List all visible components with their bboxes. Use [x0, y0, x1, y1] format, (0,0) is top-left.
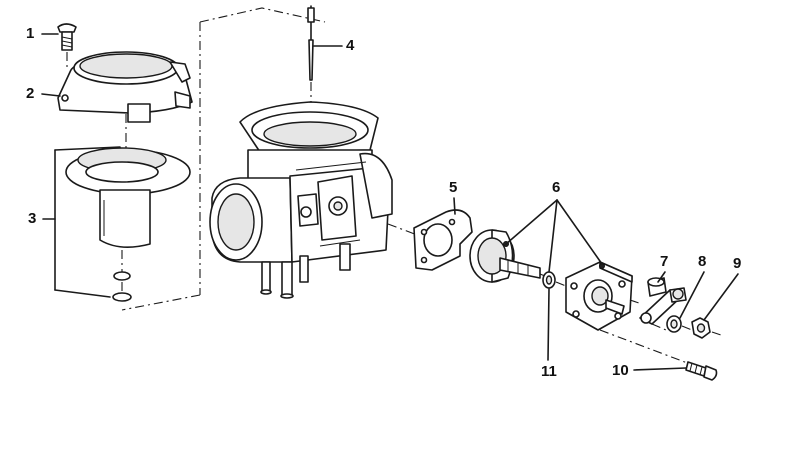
part-11-washer: [542, 271, 567, 289]
callout-6: 6: [552, 179, 561, 196]
callout-1: 1: [26, 25, 35, 42]
callout-8: 8: [698, 253, 707, 270]
part-10-screw: [599, 329, 718, 381]
callout-3: 3: [28, 210, 37, 227]
part-8-washer: [666, 315, 693, 333]
part-2-cover: [57, 51, 193, 150]
callout-5: 5: [449, 179, 458, 196]
callout-9: 9: [733, 255, 742, 272]
part-7-lever: [629, 277, 687, 331]
callout-10: 10: [612, 362, 629, 379]
part-6-drum-shaft: [469, 229, 551, 283]
carburetor-body: [209, 101, 421, 299]
part-5-gasket: [413, 209, 473, 271]
part-3-slide-diaphragm: [65, 147, 191, 302]
callout-11: 11: [541, 363, 557, 380]
callout-7: 7: [660, 253, 669, 270]
part-9-nut: [691, 317, 725, 339]
assembly-bracket-lines: [54, 7, 326, 311]
callout-2: 2: [26, 85, 35, 102]
leader-lines: [41, 33, 739, 371]
part-4-needle: [307, 5, 315, 140]
part-1-screw: [57, 23, 77, 68]
part-6-housing: [565, 261, 633, 331]
callout-4: 4: [346, 37, 355, 54]
